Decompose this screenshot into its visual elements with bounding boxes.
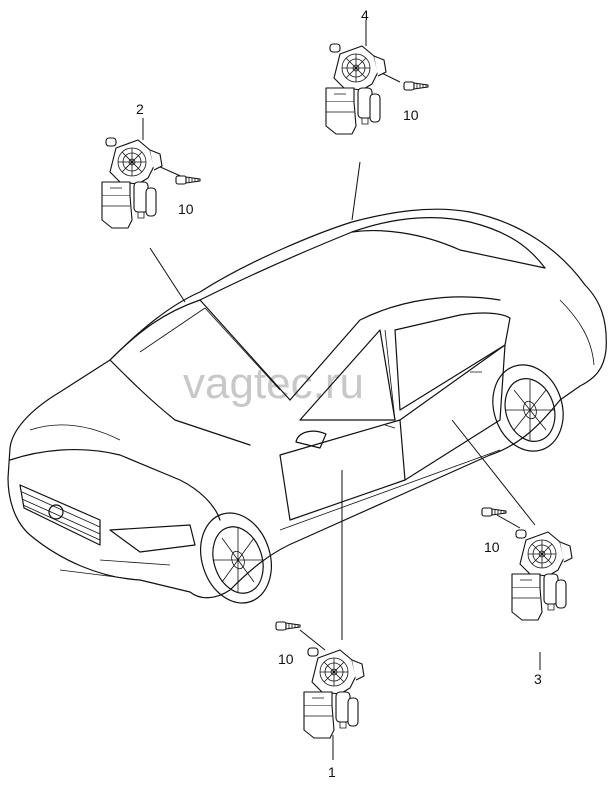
callout-rear-left-screw: 10 [484,539,500,555]
screw-front-right [175,175,201,185]
callout-front-right-motor: 2 [136,101,144,117]
car-body [7,208,607,604]
callout-rear-left-motor: 3 [534,671,542,687]
screw-front-left [275,621,301,631]
front-left-window-motor [303,647,365,739]
rear-left-window-motor [511,529,573,621]
callout-front-right-screw: 10 [178,201,194,217]
rear-right-window-motor [325,43,387,135]
callout-rear-right-motor: 4 [361,7,369,23]
screw-rear-right [403,81,429,91]
watermark: vagtec.ru [183,359,364,408]
screw-rear-left [481,507,507,517]
callout-front-left-screw: 10 [278,651,294,667]
callout-rear-right-screw: 10 [403,107,419,123]
front-right-window-motor [101,137,163,229]
callout-front-left-motor: 1 [328,764,336,780]
